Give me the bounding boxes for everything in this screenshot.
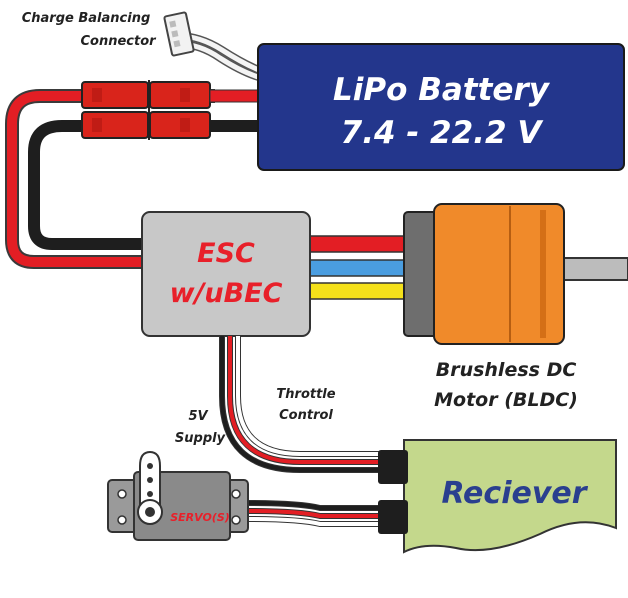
battery-black-lead [210,120,262,132]
receiver-unit [403,439,617,554]
servo-cable [245,500,384,527]
battery-power-wires [5,89,215,269]
receiver-label: Reciever [441,476,588,511]
servo [107,471,249,541]
supply-label-line2: Supply [175,431,226,446]
esc-label-line1: ESC [197,238,255,269]
bldc-motor [403,203,565,345]
balance-connector-label-line2: Connector [80,34,157,49]
esc-signal-cable [219,336,384,473]
motor-shaft [559,257,628,281]
supply-label-line1: 5V [188,409,208,424]
battery-title: LiPo Battery [333,72,551,108]
servo-horn [137,450,163,525]
battery-voltage: 7.4 - 22.2 V [341,115,545,151]
balance-connector-label-line1: Charge Balancing [22,11,151,26]
throttle-label-line2: Control [279,408,333,423]
receiver-servo-plug [378,500,408,534]
esc-label-line2: w/uBEC [170,278,283,309]
servo-label: SERVO(S) [170,511,230,524]
throttle-label-line1: Throttle [276,387,335,402]
lipo-battery [257,43,625,171]
motor-phase-wires [309,235,411,300]
esc-unit [141,211,311,337]
power-connector [81,80,211,140]
battery-red-lead [209,89,263,103]
receiver-esc-plug [378,450,408,484]
motor-label-line2: Motor (BLDC) [434,389,578,411]
motor-label-line1: Brushless DC [436,359,577,381]
balance-connector [163,11,195,57]
